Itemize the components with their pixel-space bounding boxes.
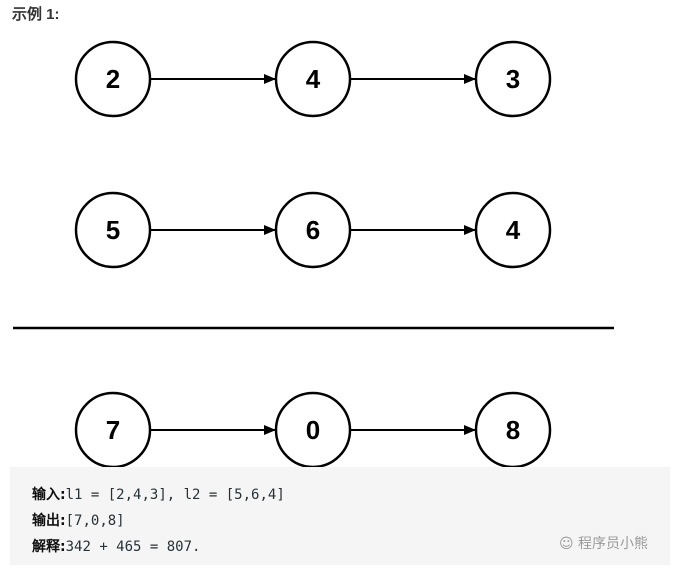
list-node-l1 <box>274 40 352 118</box>
watermark-text: 程序员小熊 <box>578 536 648 552</box>
watermark: ☺ 程序员小熊 <box>559 533 648 553</box>
node-value: 7 <box>106 415 120 445</box>
node-value: 2 <box>106 64 120 94</box>
example-box: 输入:l1 = [2,4,3], l2 = [5,6,4] 输出:[7,0,8]… <box>10 467 670 565</box>
explain-value: 342 + 465 = 807. <box>65 539 201 555</box>
node-value: 6 <box>306 215 320 245</box>
explain-label: 解释: <box>32 539 66 555</box>
node-value: 0 <box>306 415 320 445</box>
output-label: 输出: <box>32 513 66 529</box>
node-value: 8 <box>506 415 520 445</box>
list-node-l1 <box>74 40 152 118</box>
node-value: 3 <box>506 64 520 94</box>
example-title: 示例 1: <box>12 6 60 23</box>
input-value: l1 = [2,4,3], l2 = [5,6,4] <box>65 487 285 503</box>
wechat-icon: ☺ <box>558 536 578 552</box>
input-label: 输入: <box>32 487 66 503</box>
list-node-l1 <box>474 40 552 118</box>
explain-line: 解释:342 + 465 = 807. <box>32 536 200 556</box>
node-value: 5 <box>106 215 120 245</box>
list-node-l2 <box>274 191 352 269</box>
node-value: 4 <box>306 64 321 94</box>
list-node-l2 <box>74 191 152 269</box>
list-node-l2 <box>474 191 552 269</box>
node-value: 4 <box>506 215 521 245</box>
output-value: [7,0,8] <box>65 513 125 529</box>
output-line: 输出:[7,0,8] <box>32 510 125 530</box>
input-line: 输入:l1 = [2,4,3], l2 = [5,6,4] <box>32 484 285 504</box>
